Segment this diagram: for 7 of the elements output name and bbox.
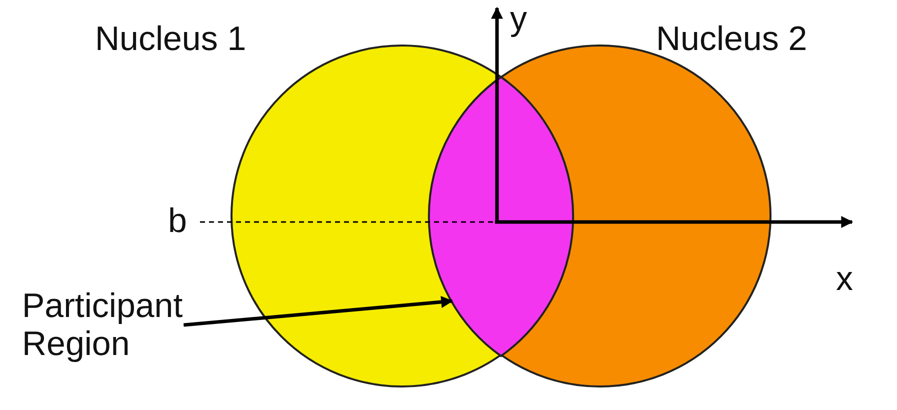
axis-label: x [836, 260, 853, 298]
nucleus-heading: Nucleus 1 [95, 20, 246, 58]
axis-label: y [510, 0, 527, 38]
region-label: Participant Region [22, 287, 248, 363]
leader-line [183, 296, 454, 327]
parameter-label: b [168, 202, 187, 240]
nucleus-heading: Nucleus 2 [656, 20, 808, 58]
